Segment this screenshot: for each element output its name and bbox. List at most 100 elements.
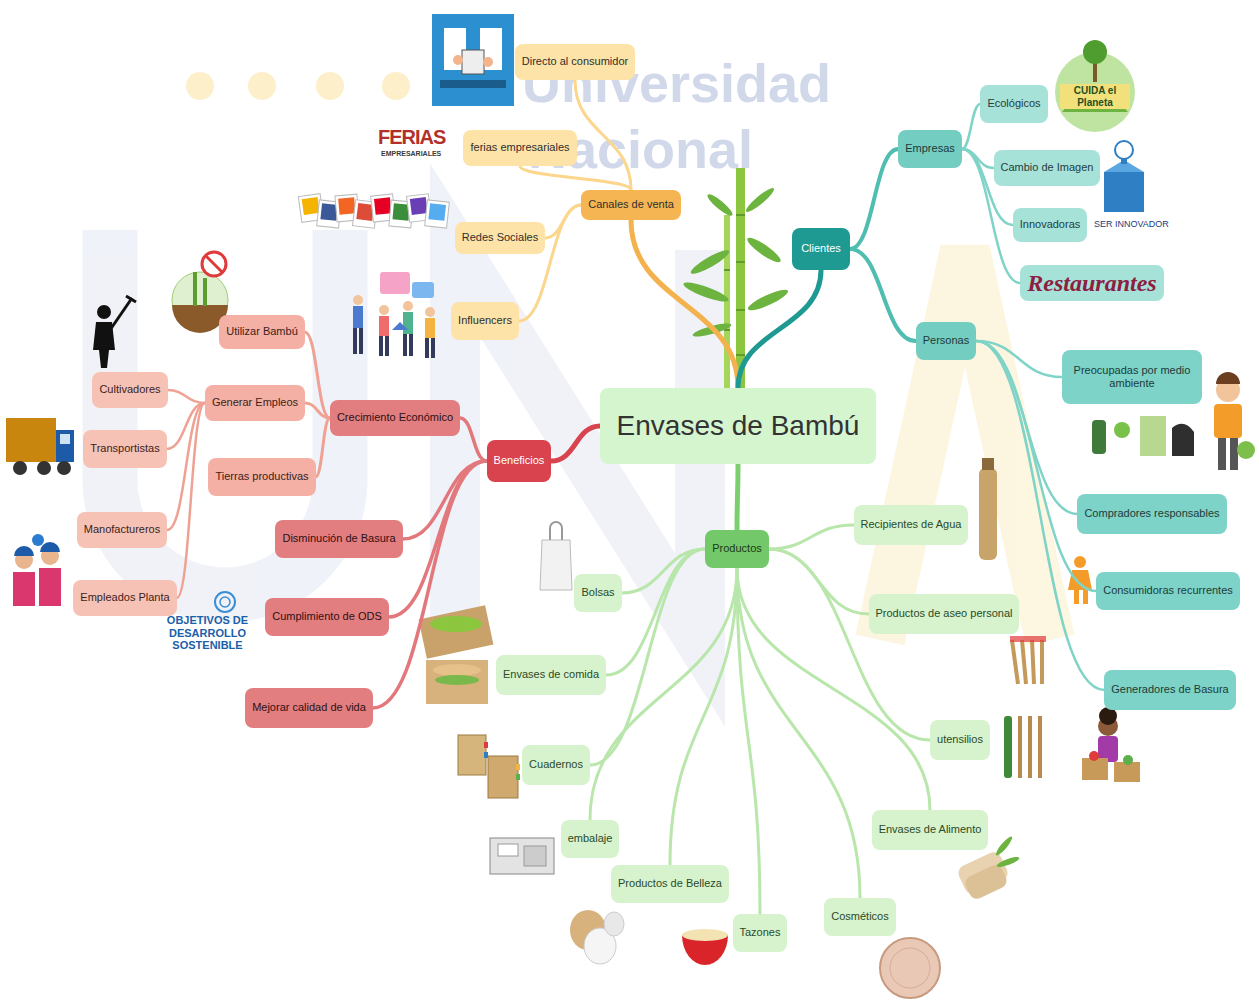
truck-icon bbox=[56, 430, 74, 462]
topic-box: Manofactureros bbox=[77, 512, 167, 548]
topic-box: ferias empresariales bbox=[463, 130, 576, 166]
topic-box: Empresas bbox=[898, 130, 962, 168]
branch-connector bbox=[389, 461, 487, 617]
topic-text: Innovadoras bbox=[1020, 218, 1081, 231]
social-media-icons bbox=[425, 200, 450, 228]
toothbrush-picture bbox=[1022, 640, 1026, 684]
topic-box: Recipientes de Agua bbox=[854, 505, 969, 545]
branch-connector bbox=[551, 426, 600, 461]
direct-sale-icon bbox=[432, 14, 514, 106]
food-wrap-picture bbox=[963, 863, 1009, 902]
topic-text: Restaurantes bbox=[1027, 269, 1156, 298]
eco-people-icon bbox=[1092, 420, 1106, 454]
topic-text: Tazones bbox=[740, 926, 781, 939]
topic-text: Empleados Planta bbox=[80, 591, 169, 604]
toothbrush-picture bbox=[1010, 636, 1046, 684]
notebook-picture bbox=[458, 735, 520, 798]
branch-connector bbox=[769, 549, 930, 740]
bag-picture bbox=[550, 522, 562, 540]
topic-box: Envases de Bambú bbox=[600, 388, 876, 464]
truck-icon bbox=[6, 418, 56, 462]
direct-sale-icon bbox=[440, 80, 506, 88]
bamboo-illustration bbox=[682, 168, 790, 390]
food-box-picture bbox=[433, 664, 481, 676]
topic-text: Empresas bbox=[905, 142, 955, 155]
topic-box: Personas bbox=[916, 322, 976, 360]
topic-box: Tierras productivas bbox=[208, 458, 315, 496]
food-box-picture bbox=[419, 605, 494, 658]
topic-box: Tazones bbox=[733, 914, 788, 952]
topic-box: Cambio de Imagen bbox=[994, 150, 1101, 186]
consumer-icon bbox=[1083, 590, 1088, 604]
topic-box: Envases de comida bbox=[496, 655, 606, 695]
topic-box: utensilios bbox=[930, 720, 990, 760]
bamboo-illustration bbox=[705, 192, 735, 219]
branch-connector bbox=[575, 80, 631, 190]
branch-connector bbox=[316, 418, 330, 477]
beauty-containers-picture bbox=[604, 912, 624, 936]
toothbrush-picture bbox=[1032, 640, 1034, 684]
topic-text: Cambio de Imagen bbox=[1001, 161, 1094, 174]
influencers-illustration bbox=[392, 322, 408, 330]
topic-text: Envases de Bambú bbox=[617, 409, 860, 443]
eco-people-icon bbox=[1214, 404, 1242, 438]
topic-text: Clientes bbox=[801, 242, 841, 255]
bag-picture bbox=[540, 522, 572, 590]
truck-icon bbox=[37, 461, 51, 475]
branch-connector bbox=[962, 149, 1013, 225]
workers-icon bbox=[32, 534, 44, 546]
bamboo-illustration bbox=[744, 185, 777, 214]
topic-box: Mejorar calidad de vida bbox=[245, 688, 373, 728]
bamboo-ground-icon bbox=[172, 305, 228, 333]
topic-box: Clientes bbox=[792, 228, 850, 270]
bamboo-ground-icon bbox=[202, 252, 226, 276]
social-media-icons bbox=[302, 197, 320, 215]
utensils-picture bbox=[1018, 716, 1022, 778]
truck-icon bbox=[60, 434, 70, 444]
branch-connector bbox=[850, 249, 916, 341]
icon-caption: EMPRESARIALES bbox=[381, 150, 441, 158]
bottle-picture bbox=[979, 458, 997, 560]
watermark-shapes bbox=[186, 72, 214, 100]
topic-box: Productos bbox=[705, 530, 769, 568]
waste-girl-icon bbox=[1099, 707, 1117, 725]
notebook-picture bbox=[458, 735, 486, 775]
branch-connector bbox=[373, 461, 487, 708]
topic-text: Productos de aseo personal bbox=[876, 607, 1013, 620]
truck-icon bbox=[57, 461, 71, 475]
branch-connector bbox=[305, 332, 330, 418]
influencers-illustration bbox=[379, 336, 383, 356]
bamboo-illustration bbox=[724, 269, 730, 271]
branch-connector bbox=[460, 418, 487, 461]
topic-text: Generadores de Basura bbox=[1111, 683, 1228, 696]
innovation-box-icon bbox=[1115, 141, 1133, 159]
topic-text: Utilizar Bambú bbox=[226, 325, 298, 338]
influencers-illustration bbox=[353, 295, 363, 305]
eco-people-icon bbox=[1140, 416, 1166, 456]
topic-text: Bolsas bbox=[581, 586, 614, 599]
influencers-illustration bbox=[403, 301, 413, 311]
utensils-picture bbox=[1028, 716, 1032, 778]
branch-connector bbox=[177, 403, 205, 598]
topic-box: Consumidoras recurrentes bbox=[1096, 572, 1240, 610]
topic-text: Cultivadores bbox=[99, 383, 160, 396]
branch-connector bbox=[850, 149, 898, 249]
topic-text: Cumplimiento de ODS bbox=[272, 610, 381, 623]
eco-people-icon bbox=[1237, 441, 1255, 459]
topic-text: ferias empresariales bbox=[470, 141, 569, 154]
influencers-illustration bbox=[380, 272, 410, 294]
utensils-picture bbox=[1038, 716, 1042, 778]
bamboo-illustration bbox=[745, 234, 784, 265]
topic-text: Personas bbox=[923, 334, 969, 347]
topic-text: Envases de comida bbox=[503, 668, 599, 681]
farmer-silhouette bbox=[126, 296, 136, 302]
influencers-illustration bbox=[379, 305, 389, 315]
topic-text: Cosméticos bbox=[831, 910, 888, 923]
topic-text: Generar Empleos bbox=[212, 396, 298, 409]
food-box-picture bbox=[430, 616, 482, 632]
bamboo-ground-icon bbox=[193, 272, 197, 306]
workers-icon bbox=[13, 534, 61, 606]
topic-box: Innovadoras bbox=[1013, 208, 1088, 242]
topic-box: Generar Empleos bbox=[205, 385, 305, 421]
bamboo-illustration bbox=[688, 247, 731, 278]
